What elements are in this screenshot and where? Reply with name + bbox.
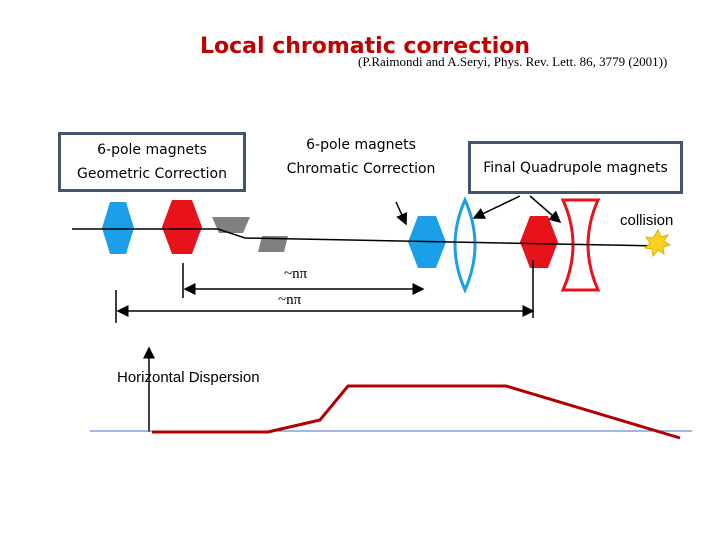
dispersion-label: Horizontal Dispersion <box>117 369 260 386</box>
chromatic-box-line1: 6-pole magnets <box>306 137 416 153</box>
sextupole-blue-1 <box>102 202 134 254</box>
final-quadrupole-box: Final Quadrupole magnets <box>468 141 683 194</box>
dispersion-curve <box>152 384 681 440</box>
focusing-quadrupole <box>453 196 477 294</box>
geometric-box-line1: 6-pole magnets <box>97 142 207 158</box>
slide-title: Local chromatic correction <box>200 34 531 59</box>
phase-advance-label-2: ~nπ <box>278 292 302 308</box>
phase-advance-label-1: ~nπ <box>284 266 308 282</box>
collision-label: collision <box>620 212 674 229</box>
geometric-correction-box: 6-pole magnets Geometric Correction <box>58 132 246 192</box>
geometric-box-line2: Geometric Correction <box>77 166 227 182</box>
chromatic-correction-box: 6-pole magnets Chromatic Correction <box>265 115 457 199</box>
callout-arrow-quad-1 <box>472 195 521 219</box>
callout-arrow-chromatic <box>395 201 408 226</box>
final-quad-label: Final Quadrupole magnets <box>483 159 668 176</box>
citation: (P.Raimondi and A.Seryi, Phys. Rev. Lett… <box>358 54 668 69</box>
collision-star-icon <box>643 228 672 258</box>
sextupole-red-1 <box>162 200 202 254</box>
beam-trajectory <box>72 228 661 247</box>
sextupole-red-2 <box>520 216 558 268</box>
bend-magnet-1 <box>212 217 250 233</box>
callout-arrow-quad-2 <box>529 195 562 223</box>
bend-magnet-2 <box>258 236 288 252</box>
chromatic-box-line2: Chromatic Correction <box>286 161 436 177</box>
